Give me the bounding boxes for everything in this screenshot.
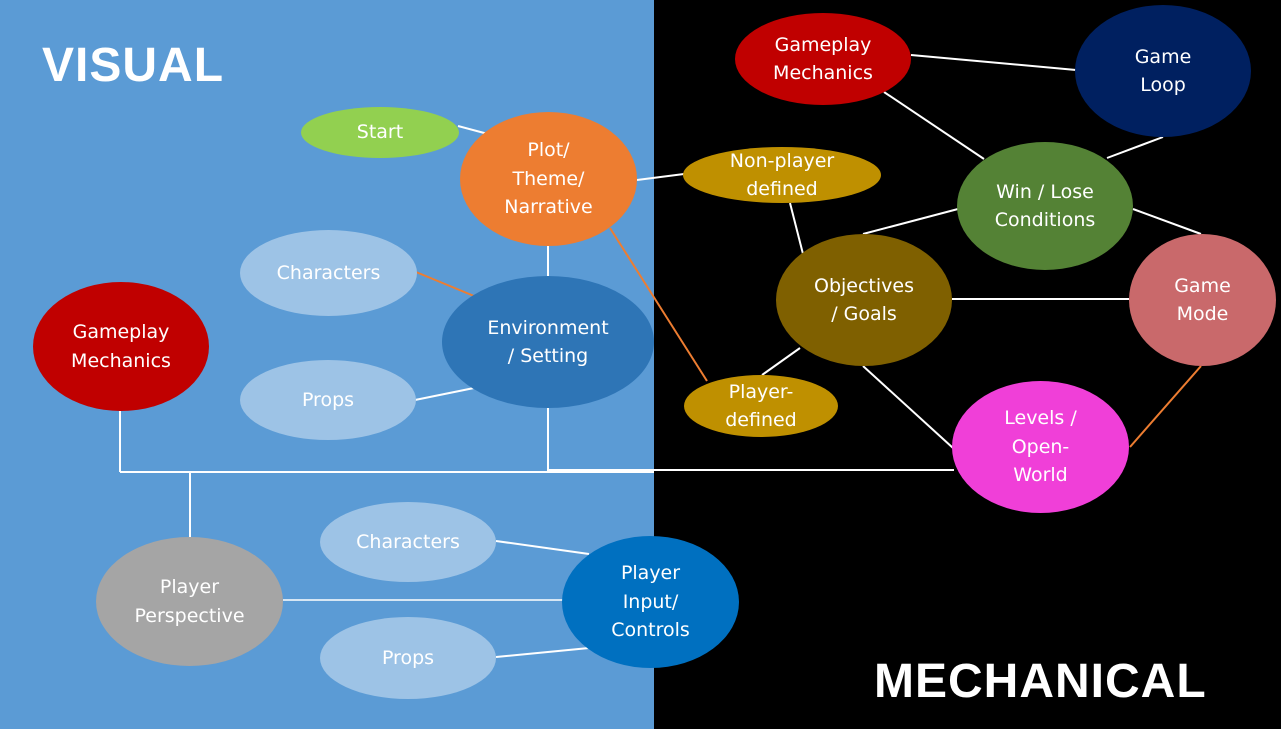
node-objectives-goals: Objectives/ Goals xyxy=(776,234,952,366)
edge-gameloop-winlose xyxy=(1106,136,1164,159)
node-characters-top: Characters xyxy=(240,230,417,316)
node-plot-theme-narrative: Plot/Theme/Narrative xyxy=(460,112,637,246)
node-props-bottom: Props xyxy=(320,617,496,699)
edge-gameplay-gameloop xyxy=(910,54,1077,71)
node-start: Start xyxy=(301,107,459,158)
edge-plot-playerdefined xyxy=(609,227,708,382)
node-environment-setting: Environment/ Setting xyxy=(442,276,654,408)
edge-objectives-winlose xyxy=(862,208,959,235)
edge-nonplayer-objectives xyxy=(789,202,804,255)
edge-objectives-playerdefined xyxy=(761,347,801,376)
node-props-top: Props xyxy=(240,360,416,440)
visual-section-title: VISUAL xyxy=(42,39,225,92)
node-characters-bottom: Characters xyxy=(320,502,496,582)
edge-objectives-levels xyxy=(862,365,954,449)
edge-plot-nonplayer xyxy=(636,173,685,181)
edge-gameplay-winlose xyxy=(883,91,985,160)
node-levels-open-world: Levels /Open-World xyxy=(952,381,1129,513)
edge-gamemode-levels xyxy=(1129,365,1202,448)
edge-characters-environment xyxy=(415,271,475,297)
edge-props-input xyxy=(495,647,590,658)
node-player-defined: Player-defined xyxy=(684,375,838,437)
mechanical-section-title: MECHANICAL xyxy=(874,655,1207,708)
edge-props-environment xyxy=(414,387,475,401)
edge-winlose-gamemode xyxy=(1132,208,1202,235)
edge-characters-input xyxy=(495,540,590,555)
